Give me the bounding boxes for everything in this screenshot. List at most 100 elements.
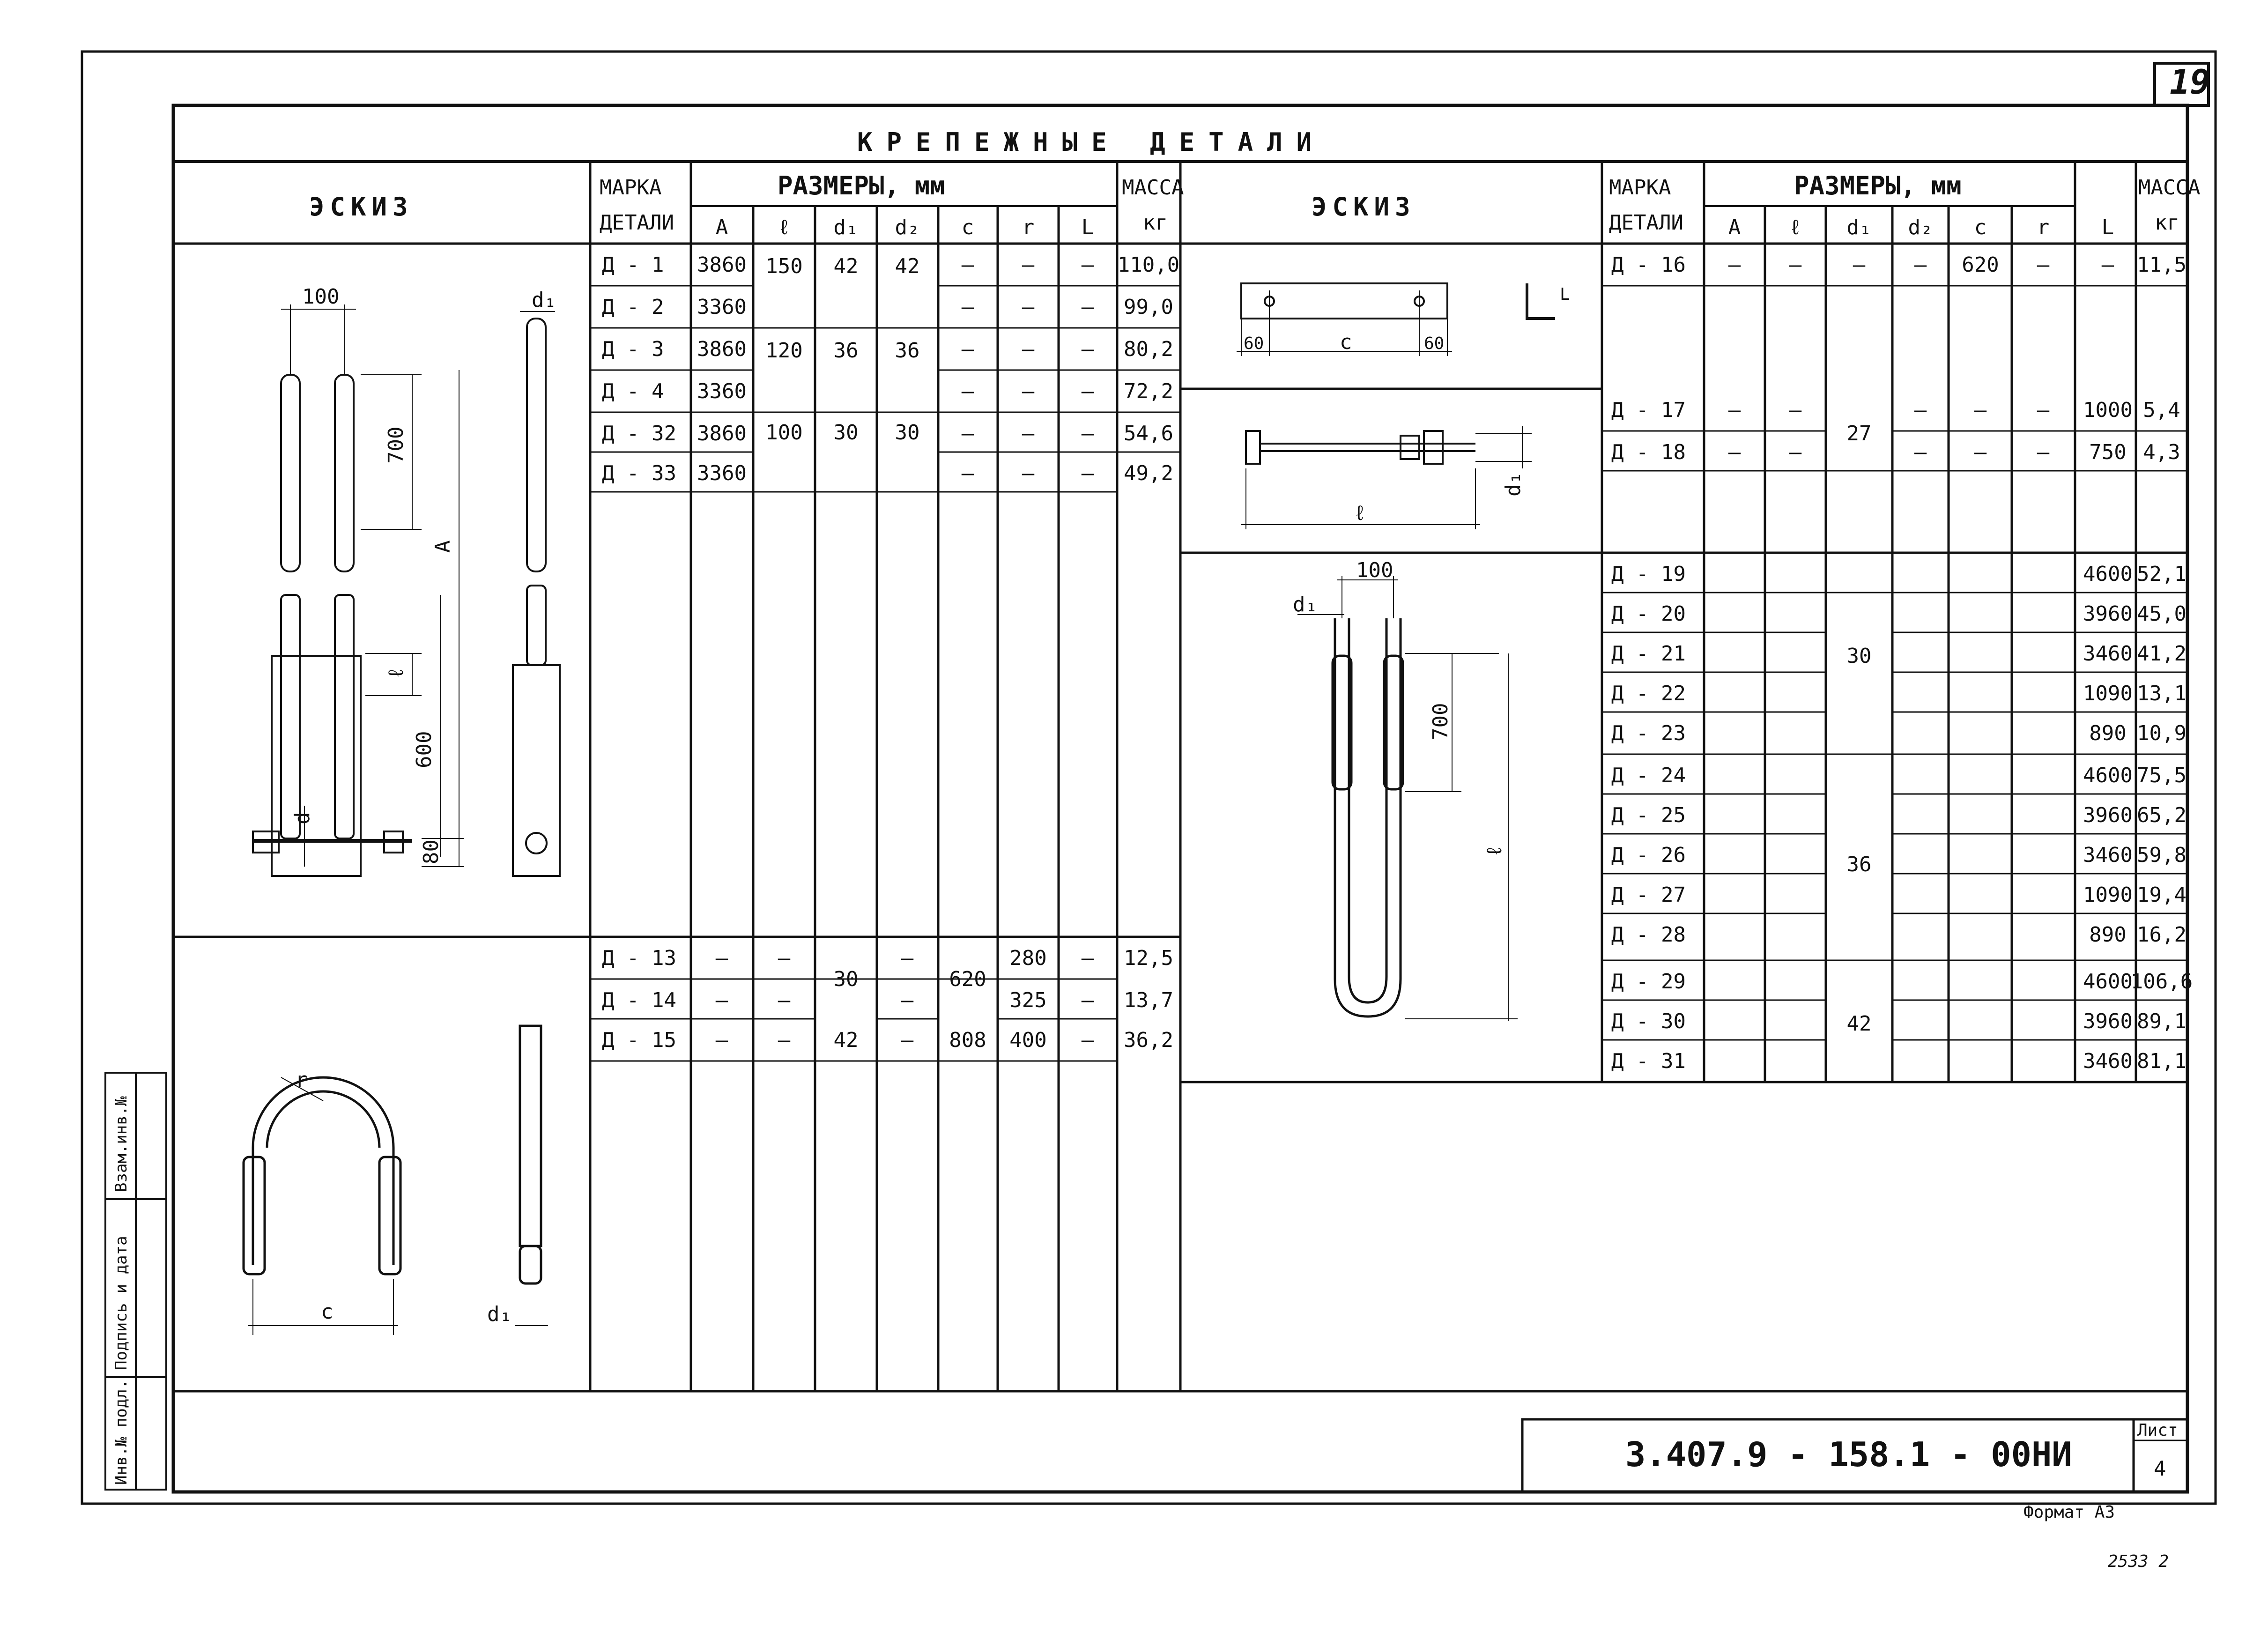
right-b-r-0: — <box>2037 398 2050 422</box>
left-a-mass-4: 54,6 <box>1124 422 1173 445</box>
left-a-A-0: 3860 <box>697 253 747 277</box>
left-b-d1-2: 42 <box>834 1028 859 1052</box>
left-rows-a-lines <box>590 285 1180 1062</box>
s4-l: ℓ <box>1482 845 1506 857</box>
left-a-mark-0: Д - 1 <box>602 253 664 277</box>
document-code: 3.407.9 - 158.1 - 00НИ <box>1625 1435 2072 1474</box>
right-b-L-1: 750 <box>2089 440 2126 464</box>
right-c-L-10: 4600 <box>2083 970 2133 994</box>
right-c-mark-3: Д - 22 <box>1611 682 1686 705</box>
right-mass-header-2: кг <box>2155 211 2179 235</box>
left-a-c-2: — <box>962 337 974 361</box>
sheet-title: КРЕПЕЖНЫЕ ДЕТАЛИ <box>857 127 1326 157</box>
right-c-mass-1: 45,0 <box>2137 602 2186 626</box>
left-a-L-0: — <box>1082 253 1094 277</box>
right-table-grid <box>1179 162 2189 1083</box>
left-b-r-0: 280 <box>1009 946 1046 970</box>
left-a-mark-3: Д - 4 <box>602 379 664 403</box>
footer-number: 2533 2 <box>2108 1552 2169 1571</box>
left-a-mass-0: 110,0 <box>1118 253 1179 277</box>
right-c-L-3: 1090 <box>2083 682 2133 705</box>
left-a-mass-5: 49,2 <box>1124 461 1173 485</box>
left-a-L-1: — <box>1082 295 1094 319</box>
right-col-head-0: A <box>1728 215 1741 239</box>
left-mark-header-1: МАРКА <box>600 176 661 200</box>
right-b-A-1: — <box>1728 440 1741 464</box>
right-c-mass-0: 52,1 <box>2137 562 2186 586</box>
right-c-L-5: 4600 <box>2083 764 2133 787</box>
left-b-L-2: — <box>1082 1028 1094 1052</box>
right-c-L-2: 3460 <box>2083 642 2133 666</box>
s4-700: 700 <box>1429 703 1453 740</box>
sketch-angle-plate: L <box>1237 282 1570 356</box>
left-b-group-c: 620 <box>949 967 986 991</box>
right-rows-lines <box>1602 285 2187 1041</box>
s1-100: 100 <box>302 285 339 309</box>
left-a-mark-1: Д - 2 <box>602 295 664 319</box>
right-c-L-8: 1090 <box>2083 883 2133 907</box>
format-label: Формат А3 <box>2023 1503 2115 1522</box>
left-sketch-header: ЭСКИЗ <box>309 192 414 222</box>
right-c-mark-9: Д - 28 <box>1611 923 1686 947</box>
left-col-head-6: L <box>1082 215 1094 239</box>
right-c-group-d1-2: 42 <box>1847 1012 1872 1036</box>
right-col-head-6: L <box>2102 215 2114 239</box>
left-b-mark-0: Д - 13 <box>602 946 676 970</box>
right-b-mass-1: 4,3 <box>2143 440 2180 464</box>
right-b-mark-1: Д - 18 <box>1611 440 1686 464</box>
right-a-mass-0: 11,5 <box>2137 253 2186 277</box>
right-c-mark-5: Д - 24 <box>1611 764 1686 787</box>
left-b-mass-1: 13,7 <box>1124 988 1173 1012</box>
left-b-r-1: 325 <box>1009 988 1046 1012</box>
left-b-d2-1: — <box>901 988 914 1012</box>
right-c-mark-11: Д - 30 <box>1611 1009 1686 1033</box>
right-a-l-0: — <box>1789 253 1802 277</box>
right-c-L-0: 4600 <box>2083 562 2133 586</box>
right-col-head-3: d₂ <box>1908 215 1933 239</box>
right-c-mark-1: Д - 20 <box>1611 602 1686 626</box>
s1-l: ℓ <box>384 667 408 679</box>
right-b-group-d1: 27 <box>1847 422 1872 445</box>
left-a-group-d1-0: 42 <box>834 254 859 278</box>
right-b-A-0: — <box>1728 398 1741 422</box>
right-sizes-header: РАЗМЕРЫ, мм <box>1794 171 1962 200</box>
s1-600: 600 <box>412 731 436 768</box>
right-sketch-header: ЭСКИЗ <box>1312 192 1416 222</box>
right-c-L-9: 890 <box>2089 923 2126 947</box>
left-a-group-d2-1: 36 <box>895 339 920 363</box>
left-a-mass-3: 72,2 <box>1124 379 1173 403</box>
right-c-mark-4: Д - 23 <box>1611 721 1686 745</box>
right-c-L-11: 3960 <box>2083 1009 2133 1033</box>
left-a-c-4: — <box>962 422 974 445</box>
left-a-mark-5: Д - 33 <box>602 461 676 485</box>
sketch-u-clamp <box>242 1024 548 1335</box>
left-b-A-2: — <box>716 1028 728 1052</box>
left-b-l-2: — <box>778 1028 791 1052</box>
right-c-mass-12: 81,1 <box>2137 1049 2186 1073</box>
left-col-head-3: d₂ <box>895 215 920 239</box>
left-col-head-5: r <box>1022 215 1035 239</box>
stamp-signature: Подпись и дата <box>112 1236 131 1370</box>
right-c-mass-6: 65,2 <box>2137 803 2186 827</box>
left-a-group-l-2: 100 <box>765 421 802 445</box>
left-b-A-1: — <box>716 988 728 1012</box>
left-mark-header-2: ДЕТАЛИ <box>600 211 674 235</box>
left-b-r-2: 400 <box>1009 1028 1046 1052</box>
left-b-mark-1: Д - 14 <box>602 988 676 1012</box>
left-b-group-d1: 30 <box>834 967 859 991</box>
left-b-mass-2: 36,2 <box>1124 1028 1173 1052</box>
left-a-A-1: 3360 <box>697 295 747 319</box>
s5-d1: d₁ <box>487 1302 512 1326</box>
left-a-L-4: — <box>1082 422 1094 445</box>
right-b-c-1: — <box>1974 440 1987 464</box>
right-c-mass-9: 16,2 <box>2137 923 2186 947</box>
right-a-d1-0: — <box>1853 253 1866 277</box>
right-rows-a: Д - 16————620——11,5 <box>1611 253 2186 277</box>
left-b-c-2: 808 <box>949 1028 986 1052</box>
right-c-mark-10: Д - 29 <box>1611 970 1686 994</box>
left-b-d2-0: — <box>901 946 914 970</box>
left-a-group-l-1: 120 <box>765 339 802 363</box>
